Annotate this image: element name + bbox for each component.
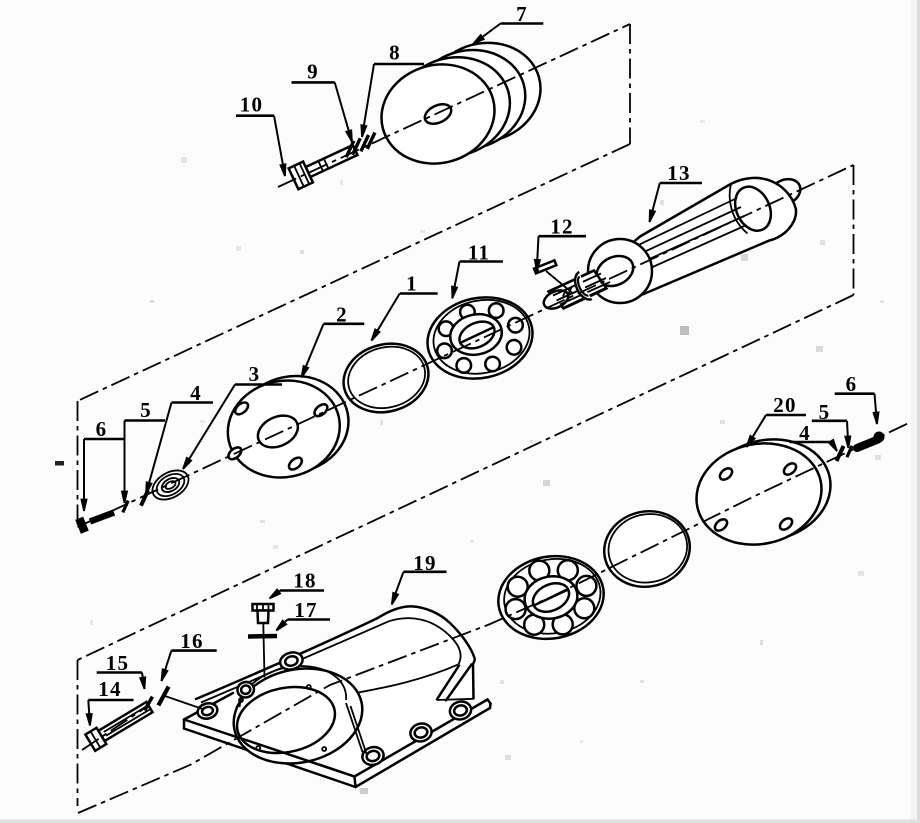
- svg-text:16: 16: [180, 629, 203, 653]
- svg-text:7: 7: [516, 2, 528, 26]
- svg-text:13: 13: [667, 161, 690, 185]
- svg-text:10: 10: [240, 93, 263, 117]
- svg-text:14: 14: [98, 677, 121, 701]
- svg-text:5: 5: [140, 398, 152, 422]
- svg-text:8: 8: [389, 40, 401, 64]
- svg-text:4: 4: [799, 421, 811, 445]
- svg-text:15: 15: [106, 651, 129, 675]
- svg-text:6: 6: [96, 417, 108, 441]
- svg-text:1: 1: [406, 272, 418, 296]
- svg-text:9: 9: [307, 60, 319, 84]
- svg-text:2: 2: [336, 303, 348, 327]
- svg-text:18: 18: [293, 568, 316, 592]
- svg-text:19: 19: [413, 551, 436, 575]
- svg-text:5: 5: [819, 400, 831, 424]
- svg-text:12: 12: [550, 215, 573, 239]
- svg-text:3: 3: [249, 362, 261, 386]
- svg-text:4: 4: [190, 381, 202, 405]
- svg-text:11: 11: [468, 241, 490, 265]
- svg-text:20: 20: [773, 393, 796, 417]
- svg-text:17: 17: [294, 598, 317, 622]
- svg-text:6: 6: [846, 372, 858, 396]
